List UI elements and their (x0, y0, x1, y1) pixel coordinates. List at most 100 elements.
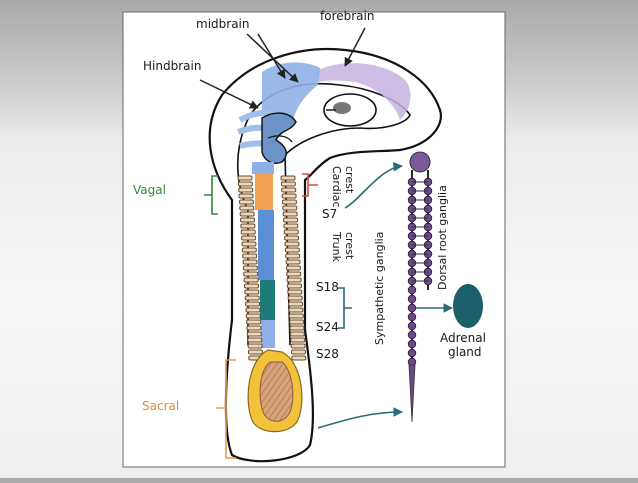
tube-segment-vagal (255, 174, 273, 210)
ganglion-bead (407, 303, 417, 313)
somite (290, 343, 306, 349)
ganglion-bead (407, 294, 417, 304)
trunk-crest-word: crest (343, 232, 356, 260)
somite (285, 259, 301, 265)
sacral-core (259, 361, 294, 422)
somite (243, 277, 259, 283)
somite (245, 301, 261, 307)
somite (283, 223, 299, 229)
somite (243, 271, 259, 277)
somite (286, 277, 302, 283)
somite (240, 217, 256, 223)
somite (241, 247, 257, 253)
somite (284, 241, 300, 247)
adrenal-gland-shape (453, 284, 483, 328)
forebrain-arrow (344, 27, 366, 67)
somite (244, 295, 260, 301)
label-trunk-crest-word: crest (343, 232, 356, 260)
label-sympathetic-ganglia: Sympathetic ganglia (373, 232, 386, 345)
label-midbrain: midbrain (196, 17, 249, 31)
tube-segment-lower (261, 320, 275, 348)
somite (246, 325, 262, 331)
somite (240, 223, 256, 229)
sacral-arrow (317, 407, 403, 429)
somite (283, 229, 299, 235)
somite (281, 199, 297, 205)
neural-tube-outline (236, 82, 411, 346)
label-cardiac-crest-2: crest (343, 166, 356, 194)
somite (242, 253, 258, 259)
tube-segment-upper (252, 162, 274, 174)
somite (238, 193, 254, 199)
somite (289, 331, 305, 337)
somite (285, 265, 301, 271)
somite (290, 337, 306, 343)
somite (238, 199, 254, 205)
tube-segment-adrenal (260, 280, 275, 320)
somite (291, 355, 307, 361)
cardiac-word: Cardiac (330, 166, 343, 208)
somite (282, 211, 298, 217)
somite (241, 235, 257, 241)
somite (284, 235, 300, 241)
somite (243, 283, 259, 289)
somite (287, 289, 303, 295)
somite (287, 295, 303, 301)
label-hindbrain: Hindbrain (143, 59, 201, 73)
sacral-bracket (216, 359, 236, 459)
somite (288, 301, 304, 307)
ganglion-bead (407, 285, 417, 295)
somite (242, 259, 258, 265)
somite (237, 181, 253, 187)
hindbrain-streams (236, 110, 297, 164)
sympathetic-bracket (338, 287, 352, 329)
ganglion-bead (407, 330, 417, 340)
ganglion-top (409, 151, 431, 173)
somite (247, 343, 263, 349)
label-sacral: Sacral (142, 399, 179, 413)
somite (240, 229, 256, 235)
cardiac-bracket (302, 173, 318, 197)
midbrain-arrow-2 (257, 33, 286, 79)
label-forebrain: forebrain (320, 9, 374, 23)
somite (237, 175, 253, 181)
somite (285, 253, 301, 259)
label-s7: S7 (322, 207, 337, 221)
somites (237, 175, 307, 361)
ganglion-bead (407, 312, 417, 322)
cardiac-arrow (344, 162, 403, 209)
somite (246, 331, 262, 337)
somite (247, 349, 263, 355)
somite (238, 187, 254, 193)
trunk-word: Trunk (330, 231, 343, 263)
crest-word: crest (343, 166, 356, 194)
somite (247, 337, 263, 343)
somite (245, 307, 261, 313)
somite (245, 313, 261, 319)
label-s24: S24 (316, 320, 339, 334)
tube-segment-trunk (258, 210, 274, 280)
somite (288, 307, 304, 313)
somite (289, 325, 305, 331)
somite (283, 217, 299, 223)
somite (286, 271, 302, 277)
somite (244, 289, 260, 295)
hindbrain-arrow (199, 79, 259, 109)
ganglia-chain (407, 151, 433, 423)
somite (282, 205, 298, 211)
somite (281, 187, 297, 193)
ganglion-bead (407, 348, 417, 358)
somite (290, 349, 306, 355)
somite (239, 211, 255, 217)
forebrain-region (318, 63, 411, 120)
label-gland: gland (448, 345, 482, 359)
somite (281, 193, 297, 199)
label-s28: S28 (316, 347, 339, 361)
label-cardiac-crest: Cardiac (330, 166, 343, 208)
somite (280, 175, 296, 181)
somite (289, 319, 305, 325)
somite (284, 247, 300, 253)
ganglion-bead (407, 339, 417, 349)
label-dorsal-root-ganglia: Dorsal root ganglia (436, 185, 449, 290)
vagal-bracket (204, 175, 218, 215)
